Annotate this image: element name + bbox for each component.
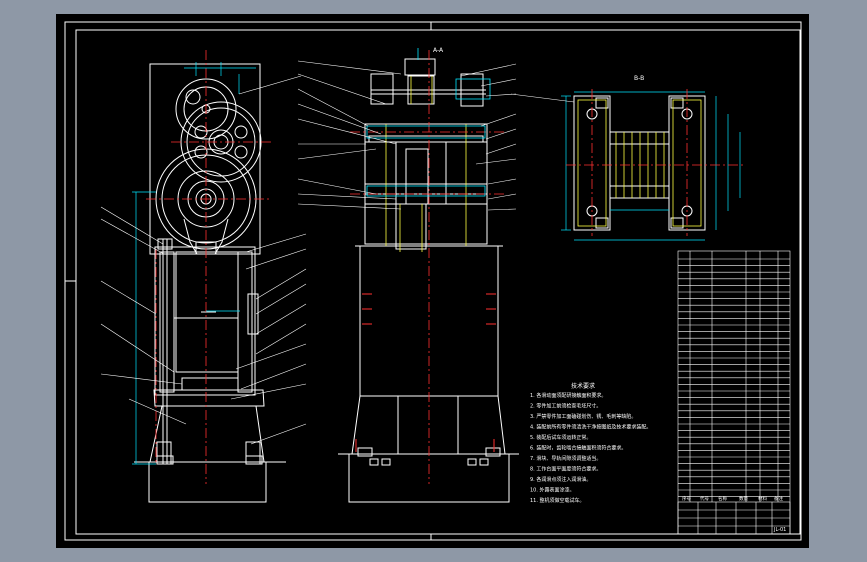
gear-shaft-detail-center-lines [566, 89, 746, 236]
requirement-item: 1. 各滑动面须配研接触面积要求。 [530, 392, 606, 399]
parts-list [677, 250, 791, 535]
gear-shaft-detail-dimensions [561, 91, 741, 241]
requirement-item: 6. 装配时，齿轮啮合接触面积须符合要求。 [530, 445, 626, 452]
side-section-hidden-lines [385, 76, 467, 252]
requirement-item: 8. 工作台面平面度须符合要求。 [530, 466, 601, 473]
title-block-header: 代号 [700, 495, 709, 502]
side-section-label: A-A [433, 47, 444, 54]
technical-requirements: 技术要求 1. 各滑动面须配研接触面积要求。 2. 零件加工前须检查毛坯尺寸。 3.… [530, 382, 651, 504]
requirement-item: 7. 滑块、导轨间隙须调整适当。 [530, 455, 601, 462]
side-section-view [338, 58, 519, 503]
drawing-frame [64, 21, 802, 541]
title-block-header: 序号 [682, 495, 691, 502]
detail-leader [510, 93, 575, 103]
front-view [134, 63, 286, 503]
detail-view-label: B-B [634, 75, 644, 82]
title-block-header: 名称 [718, 495, 727, 502]
title-block-headers: 序号 代号 名称 数量 材料备注 [682, 495, 783, 502]
side-section-leaders [297, 60, 517, 211]
title-block-header: 数量 [739, 495, 748, 502]
front-view-leaders [100, 75, 307, 445]
requirement-item: 3. 严禁零件加工面磕碰划伤、锈、毛刺等缺陷。 [530, 413, 636, 420]
requirement-item: 10. 外露表面涂漆。 [530, 487, 575, 494]
front-view-center-lines [146, 50, 271, 484]
gear-shaft-detail-hidden [577, 99, 702, 227]
title-block-header: 材料 [758, 495, 767, 502]
requirement-item: 5. 装配后试车须运转正常。 [530, 434, 591, 441]
drawing-number: JL-01 [773, 527, 786, 533]
drawing-canvas[interactable]: A-A B-B 技术要求 1. 各滑动面须配研接触面积要求。 2. 零件加工前须检… [56, 14, 809, 548]
parts-list-grid [678, 251, 790, 502]
requirement-item: 4. 装配前所有零件须清洗干净按图纸及技术要求装配。 [530, 424, 651, 431]
side-section-markers [355, 293, 496, 452]
technical-requirements-title: 技术要求 [571, 382, 595, 390]
mechanical-drawing: A-A B-B 技术要求 1. 各滑动面须配研接触面积要求。 2. 零件加工前须检… [64, 21, 802, 541]
side-section-dimensions [366, 48, 491, 197]
title-block [677, 501, 791, 535]
requirement-item: 2. 零件加工前须检查毛坯尺寸。 [530, 403, 601, 410]
requirement-item: 11. 整机须做空载试车。 [530, 497, 585, 504]
side-section-center-lines [350, 50, 504, 484]
technical-requirements-list: 1. 各滑动面须配研接触面积要求。 2. 零件加工前须检查毛坯尺寸。 3. 严禁零件… [530, 392, 651, 504]
title-block-header: 备注 [774, 495, 783, 502]
front-view-dimensions [132, 62, 256, 465]
requirement-item: 9. 各润滑点须注入润滑油。 [530, 476, 591, 483]
